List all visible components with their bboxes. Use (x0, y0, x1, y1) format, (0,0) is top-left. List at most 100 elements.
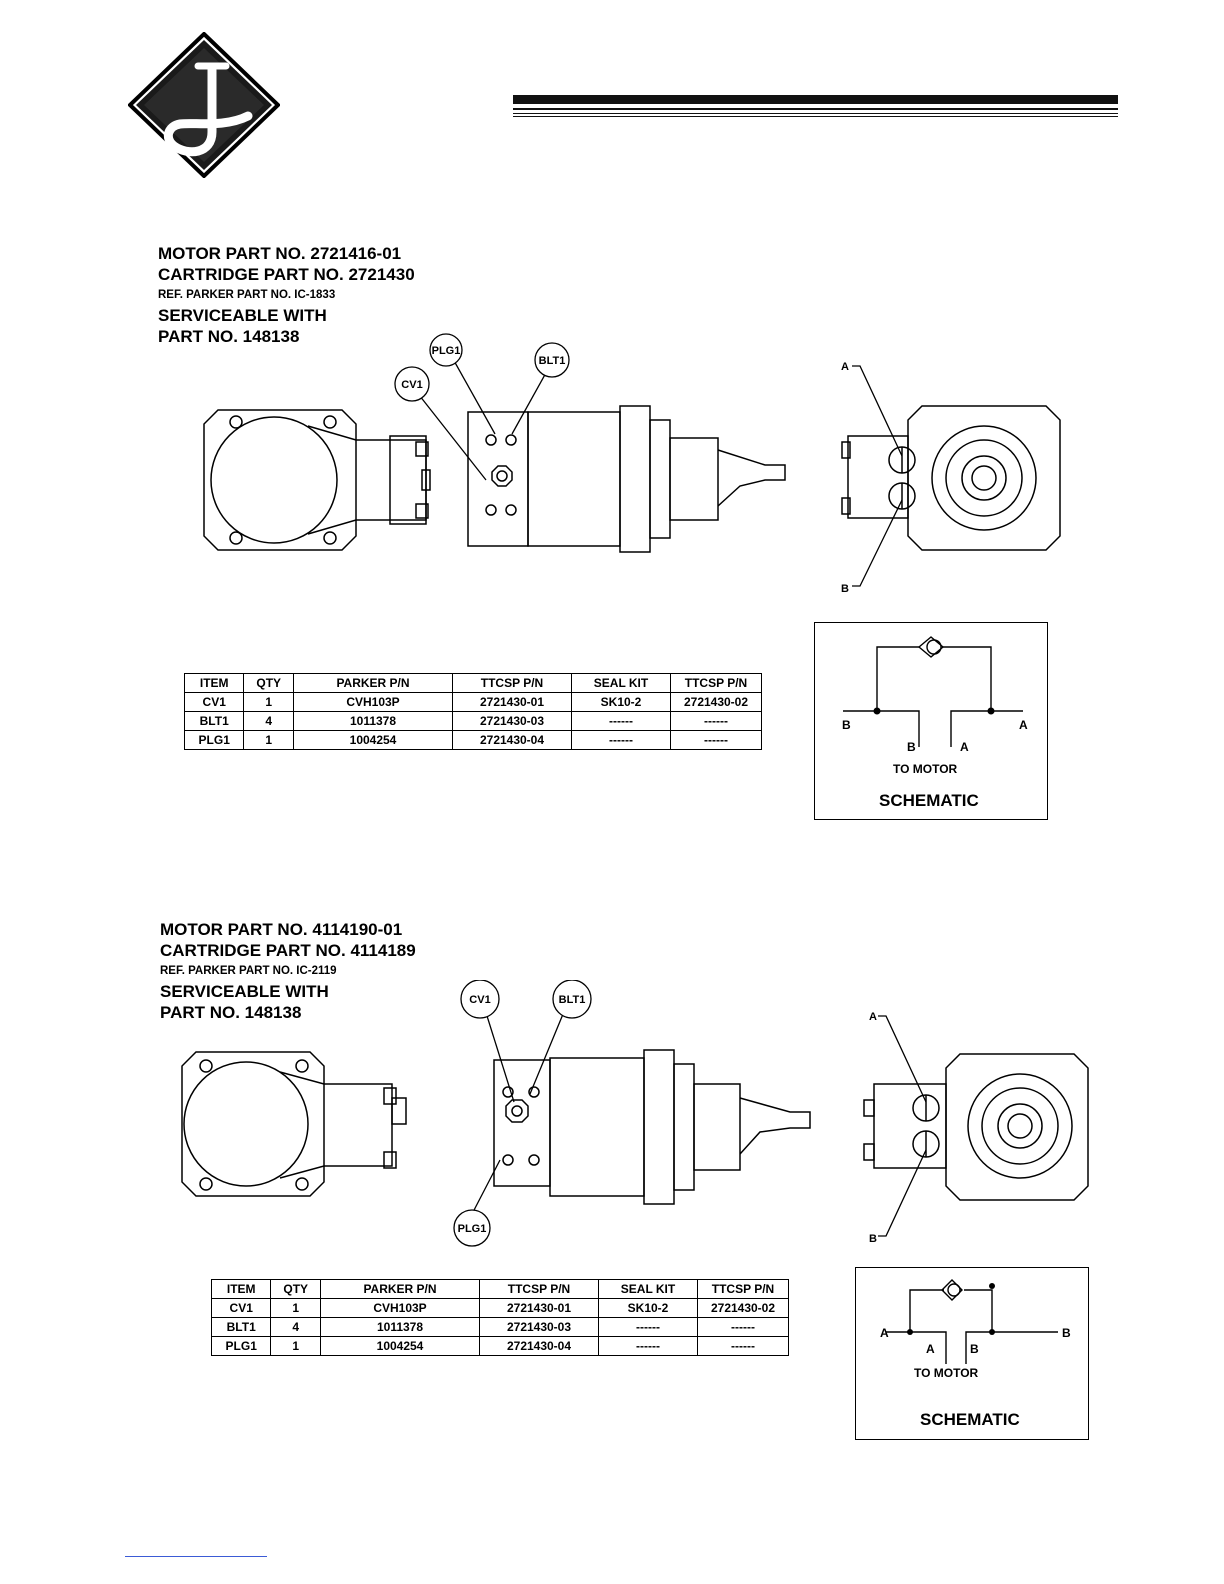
callout-plg1-label: PLG1 (458, 1223, 487, 1235)
schematic-right-port-label: B (1062, 1326, 1071, 1340)
table-cell: CVH103P (293, 692, 453, 712)
table-cell: 1011378 (320, 1317, 480, 1337)
table-cell: 2721430-01 (479, 1298, 599, 1318)
table-cell: BLT1 (183, 711, 245, 731)
callout-cv1-label: CV1 (401, 379, 422, 391)
table-cell: ------ (598, 1336, 698, 1356)
parker-reference: REF. PARKER PART NO. IC-2119 (160, 964, 337, 977)
footer-link-underline[interactable] (125, 1556, 267, 1557)
motor-side-view-2 (493, 1049, 811, 1205)
table-cell: 1 (270, 1298, 321, 1318)
table-cell: SK10-2 (598, 1298, 698, 1318)
parts-table-2: ITEM QTY PARKER P/N TTCSP P/N SEAL KIT T… (210, 1279, 789, 1356)
port-a-label: A (869, 1011, 877, 1023)
col-header: PARKER P/N (320, 1279, 480, 1299)
schematic-title: SCHEMATIC (920, 1410, 1020, 1429)
schematic-to-motor: TO MOTOR (914, 1366, 979, 1380)
cartridge-part-number: CARTRIDGE PART NO. 4114189 (160, 941, 416, 961)
callout-cv1-label: CV1 (469, 994, 490, 1006)
header-rule-thin-2 (513, 113, 1118, 114)
table-row: PLG1 1 1004254 2721430-04 ------ ------ (210, 1336, 789, 1356)
col-header: ITEM (210, 1279, 272, 1299)
callout-blt1-label: BLT1 (559, 994, 586, 1006)
table-cell: 1 (243, 730, 294, 750)
table-cell: PLG1 (210, 1336, 272, 1356)
schematic-right-port-label: A (1019, 718, 1028, 732)
table-cell: 1004254 (293, 730, 453, 750)
header-rule-thick (513, 95, 1118, 104)
table-cell: 2721430-03 (479, 1317, 599, 1337)
serviceable-with: SERVICEABLE WITH (158, 305, 327, 325)
table-cell: ------ (670, 711, 762, 731)
port-b-label: B (841, 583, 849, 595)
col-header: TTCSP P/N (479, 1279, 599, 1299)
part-info-2: MOTOR PART NO. 4114190-01 CARTRIDGE PART… (160, 919, 416, 1023)
service-part-number: PART NO. 148138 (158, 327, 300, 347)
schematic-box-2: A B A B TO MOTOR SCHEMATIC (855, 1267, 1089, 1440)
table-row: BLT1 4 1011378 2721430-03 ------ ------ (183, 711, 762, 731)
table-cell: 1 (243, 692, 294, 712)
table-cell: ------ (598, 1317, 698, 1337)
callout-blt1-label: BLT1 (539, 355, 566, 367)
table-cell: CVH103P (320, 1298, 480, 1318)
table-cell: SK10-2 (571, 692, 671, 712)
table-cell: 2721430-03 (452, 711, 572, 731)
motor-side-view-1 (467, 405, 786, 553)
port-a-label: A (841, 361, 849, 373)
table-cell: 2721430-02 (697, 1298, 789, 1318)
motor-end-view-1 (203, 409, 431, 551)
table-cell: 2721430-04 (452, 730, 572, 750)
table-cell: ------ (670, 730, 762, 750)
table-cell: 1011378 (293, 711, 453, 731)
table-cell: CV1 (183, 692, 245, 712)
col-header: TTCSP P/N (697, 1279, 789, 1299)
col-header: ITEM (183, 673, 245, 693)
port-b-label: B (869, 1233, 877, 1245)
table-row: PLG1 1 1004254 2721430-04 ------ ------ (183, 730, 762, 750)
parker-reference: REF. PARKER PART NO. IC-1833 (158, 288, 336, 301)
table-row: CV1 1 CVH103P 2721430-01 SK10-2 2721430-… (210, 1298, 789, 1318)
table-cell: ------ (571, 730, 671, 750)
motor-end-view-2 (181, 1051, 407, 1197)
schematic-diagram-1 (843, 636, 1023, 747)
table-cell: 2721430-02 (670, 692, 762, 712)
table-cell: 2721430-04 (479, 1336, 599, 1356)
table-cell: ------ (697, 1317, 789, 1337)
schematic-motor-port-a: A (960, 740, 969, 754)
table-cell: 2721430-01 (452, 692, 572, 712)
col-header: QTY (243, 673, 294, 693)
table-cell: 4 (270, 1317, 321, 1337)
part-info-1: MOTOR PART NO. 2721416-01 CARTRIDGE PART… (158, 243, 415, 347)
service-part-number: PART NO. 148138 (160, 1003, 302, 1023)
motor-port-view-2 (863, 1053, 1089, 1201)
motor-drawing-1: PLG1 BLT1 CV1 A B (203, 333, 1061, 595)
schematic-to-motor: TO MOTOR (893, 762, 958, 776)
table-cell: ------ (571, 711, 671, 731)
table-cell: BLT1 (210, 1317, 272, 1337)
col-header: SEAL KIT (571, 673, 671, 693)
callout-plg1-label: PLG1 (432, 345, 461, 357)
schematic-motor-port-a: A (926, 1342, 935, 1356)
schematic-box-1: B A B A TO MOTOR SCHEMATIC (814, 622, 1048, 820)
schematic-title: SCHEMATIC (879, 791, 979, 810)
table-cell: ------ (697, 1336, 789, 1356)
table-cell: 4 (243, 711, 294, 731)
cartridge-part-number: CARTRIDGE PART NO. 2721430 (158, 265, 415, 285)
table-cell: CV1 (210, 1298, 272, 1318)
col-header: QTY (270, 1279, 321, 1299)
header-rule-thin-1 (513, 108, 1118, 110)
parts-table-1: ITEM QTY PARKER P/N TTCSP P/N SEAL KIT T… (183, 673, 762, 750)
col-header: PARKER P/N (293, 673, 453, 693)
table-cell: 1004254 (320, 1336, 480, 1356)
schematic-motor-port-b: B (970, 1342, 979, 1356)
schematic-left-port-label: B (842, 718, 851, 732)
table-row: CV1 1 CVH103P 2721430-01 SK10-2 2721430-… (183, 692, 762, 712)
col-header: TTCSP P/N (670, 673, 762, 693)
serviceable-with: SERVICEABLE WITH (160, 981, 329, 1001)
motor-drawing-2: CV1 BLT1 PLG1 A B (181, 980, 1089, 1247)
table-header-row: ITEM QTY PARKER P/N TTCSP P/N SEAL KIT T… (210, 1279, 789, 1299)
schematic-left-port-label: A (880, 1326, 889, 1340)
table-row: BLT1 4 1011378 2721430-03 ------ ------ (210, 1317, 789, 1337)
motor-part-number: MOTOR PART NO. 2721416-01 (158, 244, 402, 263)
header-rule-thin-3 (513, 116, 1118, 117)
